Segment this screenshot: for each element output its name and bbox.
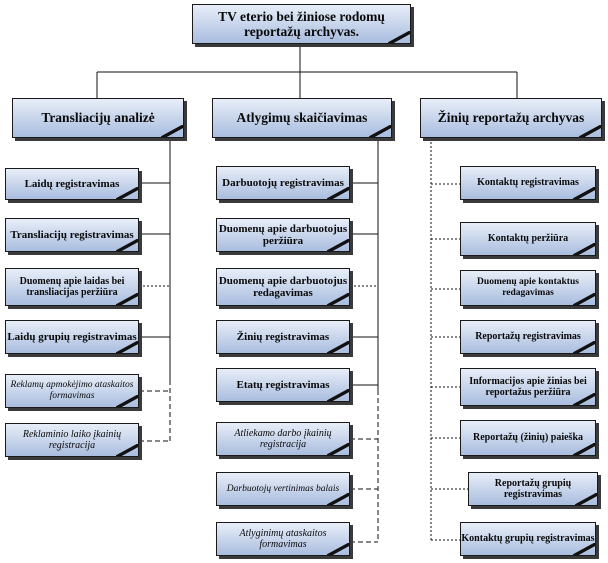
col3-item-3: Duomenų apie kontaktus redagavimas	[460, 270, 596, 306]
column-3-header: Žinių reportažų archyvas	[420, 98, 602, 138]
col2-item-8-label: Atlyginimų ataskaitos formavimas	[239, 527, 327, 550]
column-2-header: Atlygimų skaičiavimas	[212, 98, 392, 138]
column-2-header-label: Atlygimų skaičiavimas	[236, 110, 368, 126]
col2-item-2: Duomenų apie darbuotojus peržiūra	[216, 218, 350, 252]
col1-item-1-label: Laidų registravimas	[24, 177, 120, 190]
col3-item-5-label: Informacijos apie žinias bei reportažus …	[469, 375, 587, 398]
col3-item-7-label: Reportažų grupių registravimas	[494, 477, 572, 500]
col3-item-4: Reportažų registravimas	[460, 320, 596, 354]
col2-item-7: Darbuotojų vertinimas balais	[216, 472, 350, 506]
col1-item-5-label: Reklamų apmokėjimo ataskaitos formavimas	[10, 380, 134, 401]
col2-item-6-label: Atliekamo darbo įkainių registracija	[234, 427, 332, 450]
col1-item-4-label: Laidų grupių registravimas	[7, 330, 137, 343]
col2-item-5: Etatų registravimas	[216, 368, 350, 402]
col3-item-1: Kontaktų registravimas	[460, 166, 596, 200]
col3-item-2-label: Kontaktų peržiūra	[487, 233, 569, 245]
col3-item-6-label: Reportažų (žinių) paieška	[473, 432, 583, 444]
col2-item-4: Žinių registravimas	[216, 320, 350, 354]
col1-item-6: Reklaminio laiko įkainių registracija	[5, 423, 139, 457]
col2-item-6: Atliekamo darbo įkainių registracija	[216, 422, 350, 456]
col1-item-4: Laidų grupių registravimas	[5, 320, 139, 354]
root-node: TV eterio bei žiniose rodomų reportažų a…	[192, 4, 411, 44]
col2-item-1: Darbuotojų registravimas	[216, 166, 350, 200]
col1-item-2: Transliacijų registravimas	[5, 218, 139, 252]
root-node-label: TV eterio bei žiniose rodomų reportažų a…	[218, 8, 385, 39]
col1-item-3-label: Duomenų apie laidas bei transliacijas pe…	[19, 275, 125, 298]
col2-item-4-label: Žinių registravimas	[236, 330, 330, 343]
column-3-header-label: Žinių reportažų archyvas	[437, 110, 585, 126]
col2-item-3: Duomenų apie darbuotojus redagavimas	[216, 268, 350, 306]
col3-item-8-label: Kontaktų grupių registravimas	[461, 533, 595, 545]
col2-item-8: Atlyginimų ataskaitos formavimas	[216, 522, 350, 556]
col2-item-1-label: Darbuotojų registravimas	[222, 176, 344, 189]
col1-item-2-label: Transliacijų registravimas	[10, 228, 134, 241]
col3-item-2: Kontaktų peržiūra	[460, 222, 596, 256]
col3-item-3-label: Duomenų apie kontaktus redagavimas	[477, 277, 579, 298]
col2-item-5-label: Etatų registravimas	[236, 378, 330, 391]
col3-item-4-label: Reportažų registravimas	[475, 331, 581, 343]
col1-item-6-label: Reklaminio laiko įkainių registracija	[22, 428, 122, 451]
col1-item-5: Reklamų apmokėjimo ataskaitos formavimas	[5, 374, 139, 408]
col3-item-7: Reportažų grupių registravimas	[468, 472, 598, 506]
col2-item-2-label: Duomenų apie darbuotojus peržiūra	[218, 222, 348, 247]
col3-item-5: Informacijos apie žinias bei reportažus …	[460, 368, 596, 406]
col1-item-3: Duomenų apie laidas bei transliacijas pe…	[5, 268, 139, 306]
col3-item-8: Kontaktų grupių registravimas	[460, 522, 596, 556]
col2-item-7-label: Darbuotojų vertinimas balais	[226, 483, 340, 494]
col3-item-1-label: Kontaktų registravimas	[477, 177, 579, 189]
col2-item-3-label: Duomenų apie darbuotojus redagavimas	[218, 274, 348, 299]
col3-item-6: Reportažų (žinių) paieška	[460, 420, 596, 456]
col1-item-1: Laidų registravimas	[5, 168, 139, 200]
column-1-header-label: Transliacijų analizė	[41, 110, 155, 126]
column-1-header: Transliacijų analizė	[12, 98, 184, 138]
